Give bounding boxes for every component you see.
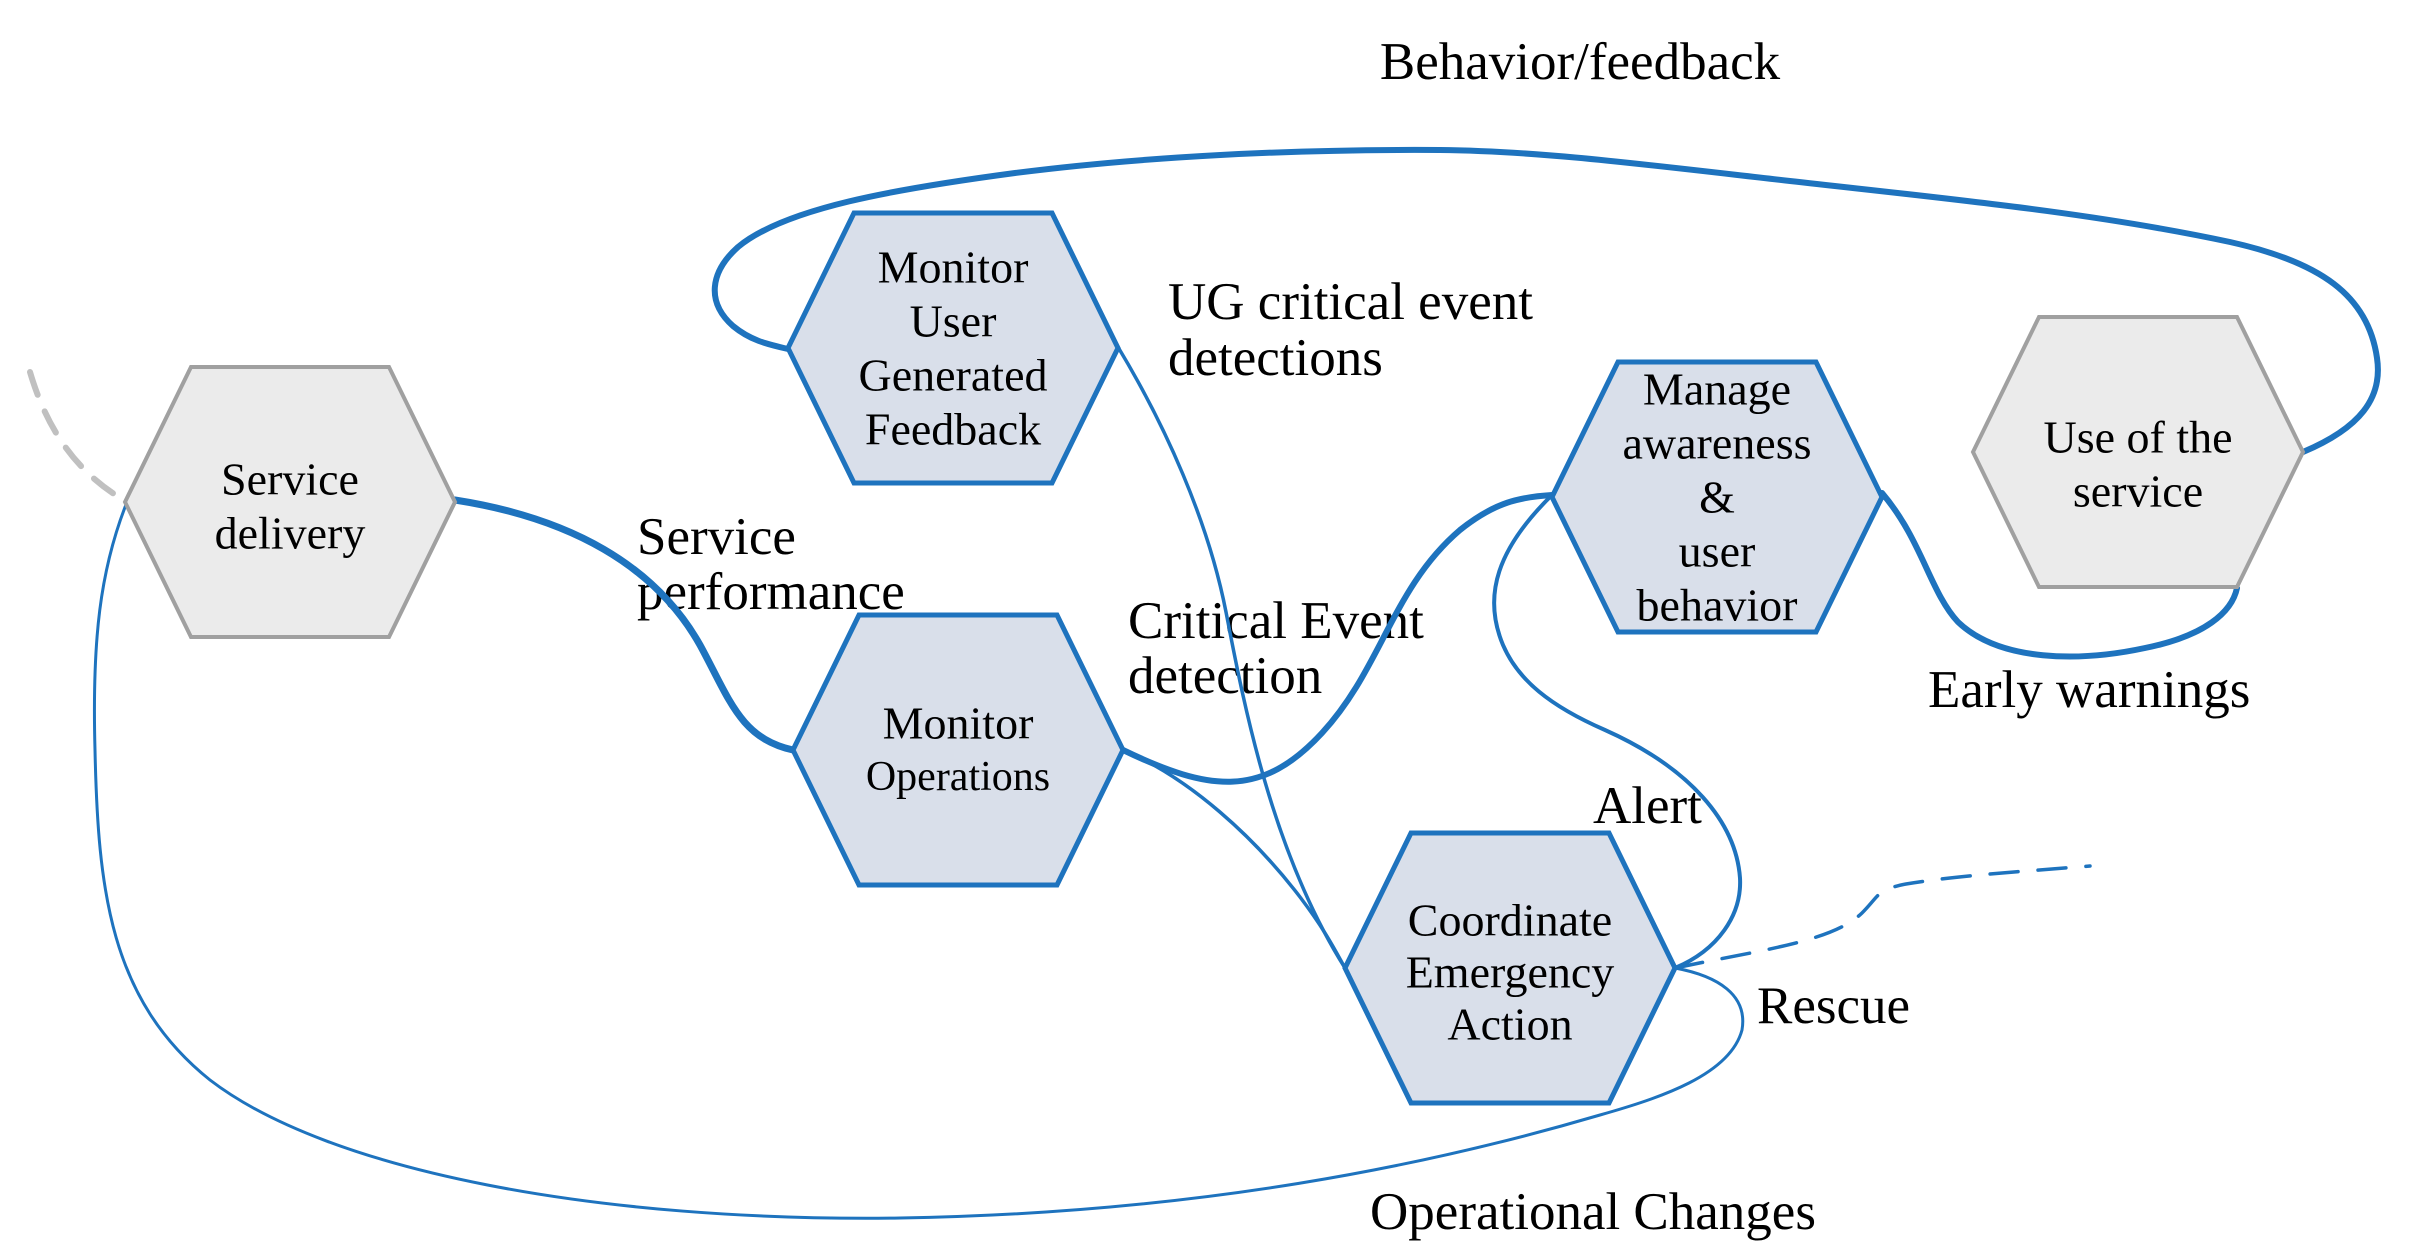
label-ug-critical-line2: detections <box>1168 329 1383 387</box>
node-label-monitor-ugf-1: Monitor <box>878 242 1029 293</box>
edge-alert <box>1492 493 1743 970</box>
node-label-use-of-service-1: Use of the <box>2043 412 2232 463</box>
label-rescue: Rescue <box>1757 977 1910 1035</box>
edge-ug-critical-event-detections <box>1116 345 1347 970</box>
node-label-coordinate-emergency-3: Action <box>1447 999 1572 1050</box>
nodes <box>122 210 2306 1106</box>
edge-service-performance <box>451 496 797 754</box>
node-label-monitor-operations-1: Monitor <box>883 698 1034 749</box>
node-label-service-delivery-2: delivery <box>215 508 366 559</box>
node-coordinate-emergency-action <box>1342 830 1678 1106</box>
node-label-monitor-ugf-4: Feedback <box>865 404 1041 455</box>
node-label-manage-awareness-5: behavior <box>1637 580 1798 631</box>
edges <box>27 146 2381 1220</box>
node-label-monitor-operations-2: Operations <box>866 754 1050 800</box>
node-monitor-user-generated-feedback <box>785 210 1121 486</box>
edge-early-warnings <box>1879 490 2240 660</box>
edge-monitor-ops-to-coordinate <box>1121 748 1347 970</box>
edge-behavior-feedback <box>711 146 2381 455</box>
node-label-manage-awareness-2: awareness <box>1622 418 1811 469</box>
node-label-manage-awareness-3: & <box>1699 472 1735 523</box>
label-service-performance-line1: Service <box>637 508 796 566</box>
label-operational-changes: Operational Changes <box>1370 1183 1816 1241</box>
label-alert: Alert <box>1593 777 1702 835</box>
edge-gray-dashed-stub <box>27 369 130 505</box>
node-service-delivery <box>122 365 458 639</box>
label-early-warnings: Early warnings <box>1928 661 2250 719</box>
label-critical-event-line2: detection <box>1128 647 1322 705</box>
label-behavior-feedback: Behavior/feedback <box>1380 33 1781 91</box>
edge-operational-changes <box>92 500 1745 1220</box>
node-label-manage-awareness-1: Manage <box>1643 364 1791 415</box>
edge-critical-event-detection <box>1120 492 1555 785</box>
node-label-use-of-service-2: service <box>2073 466 2203 517</box>
label-critical-event-line1: Critical Event <box>1128 592 1424 650</box>
node-label-monitor-ugf-2: User <box>910 296 997 347</box>
edge-labels-under: Behavior/feedback UG critical event dete… <box>637 33 2250 1241</box>
node-use-of-the-service <box>1970 315 2306 589</box>
node-monitor-operations <box>790 612 1126 888</box>
node-label-coordinate-emergency-1: Coordinate <box>1408 895 1612 946</box>
node-label-coordinate-emergency-2: Emergency <box>1406 947 1615 998</box>
label-ug-critical-line1: UG critical event <box>1168 273 1533 331</box>
edge-rescue <box>1673 864 2092 970</box>
node-label-manage-awareness-4: user <box>1679 526 1756 577</box>
node-labels: Service delivery Monitor User Generated … <box>215 242 2233 1050</box>
node-label-monitor-ugf-3: Generated <box>859 350 1048 401</box>
node-manage-awareness <box>1549 359 1885 635</box>
node-label-service-delivery-1: Service <box>221 454 359 505</box>
